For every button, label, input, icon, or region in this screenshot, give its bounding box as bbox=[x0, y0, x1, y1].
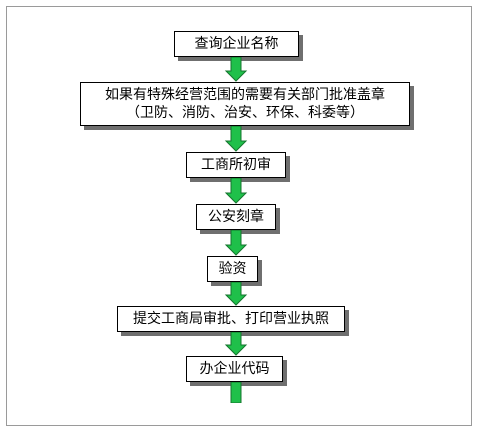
step-sublabel: （卫防、消防、治安、环保、科委等） bbox=[126, 105, 364, 121]
flow-arrow bbox=[224, 230, 248, 256]
flow-arrow bbox=[224, 126, 248, 152]
step-special-approval: 如果有特殊经营范围的需要有关部门批准盖章 （卫防、消防、治安、环保、科委等） bbox=[80, 82, 410, 126]
step-organization-code: 办企业代码 bbox=[186, 356, 283, 382]
flow-arrow bbox=[224, 382, 248, 403]
step-label: 公安刻章 bbox=[208, 209, 264, 225]
step-label: 验资 bbox=[218, 261, 247, 277]
step-initial-review: 工商所初审 bbox=[186, 152, 286, 178]
step-label: 工商所初审 bbox=[201, 157, 271, 173]
step-query-company-name: 查询企业名称 bbox=[174, 31, 299, 57]
step-label: 提交工商局审批、打印营业执照 bbox=[133, 311, 329, 327]
flow-arrow bbox=[224, 332, 248, 356]
flow-arrow bbox=[224, 57, 248, 82]
step-label: 如果有特殊经营范围的需要有关部门批准盖章 bbox=[105, 87, 385, 103]
step-seal-engraving: 公安刻章 bbox=[196, 204, 276, 230]
step-capital-verification: 验资 bbox=[207, 256, 258, 282]
step-label: 办企业代码 bbox=[199, 361, 270, 377]
flow-arrow bbox=[224, 282, 248, 306]
flow-arrow bbox=[224, 178, 248, 204]
step-submit-approval: 提交工商局审批、打印营业执照 bbox=[117, 306, 345, 332]
step-label: 查询企业名称 bbox=[194, 36, 279, 52]
